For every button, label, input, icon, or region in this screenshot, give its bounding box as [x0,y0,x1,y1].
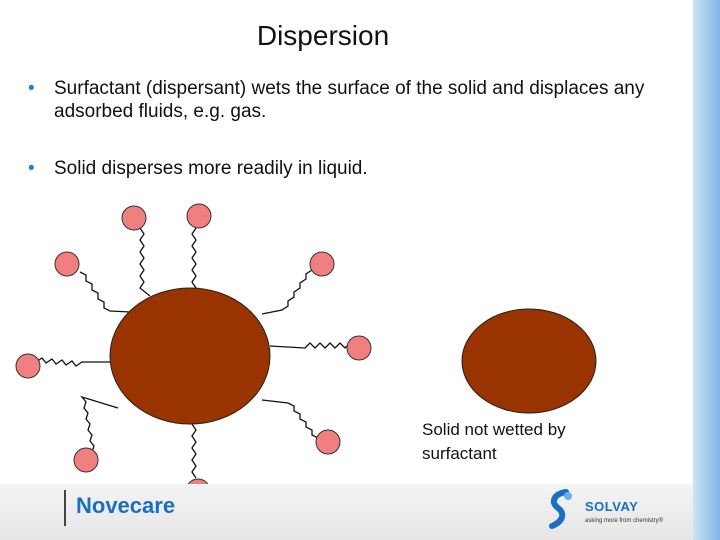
novecare-brand: Novecare [76,493,176,518]
surfactant-head [15,353,41,379]
bullet-marker: • [28,78,35,99]
footer-divider [64,490,66,526]
tail [80,395,119,453]
bullet-1-text: Surfactant (dispersant) wets the surface… [54,78,645,122]
tail [183,227,198,293]
surfactant-head [346,335,372,361]
surfactant-head [54,251,80,277]
tail [261,399,319,439]
tail [269,342,356,349]
surfactant-heads [15,203,372,504]
slide-title: Dispersion [256,20,390,51]
tail [139,227,151,297]
surfactant-head [309,251,335,277]
unwetted-solid-particle [461,308,597,414]
bullet-1: • Surfactant (dispersant) wets the surfa… [28,77,688,127]
tail [261,269,313,315]
footer-bar [0,484,693,540]
tail [190,417,198,479]
solvay-logo-icon [549,489,572,529]
solvay-tagline: asking more from chemistry® [585,518,664,524]
surfactant-head [121,205,147,231]
tail [35,357,112,367]
bullet-2: • Solid disperses more readily in liquid… [28,157,688,183]
bullet-2-text: Solid disperses more readily in liquid. [54,158,368,179]
surfactant-head [73,447,99,473]
dispersion-diagram [15,203,597,504]
diagram-caption: Solid not wetted by surfactant [422,420,566,463]
right-accent-bar [693,0,720,540]
wetted-solid-particle [109,287,271,425]
tail [79,271,131,313]
wetted-particle-group [15,203,372,504]
surfactant-head [186,203,212,229]
surfactant-head [315,429,341,455]
solvay-logo-text: SOLVAY [585,499,639,514]
bullet-marker: • [28,158,35,179]
